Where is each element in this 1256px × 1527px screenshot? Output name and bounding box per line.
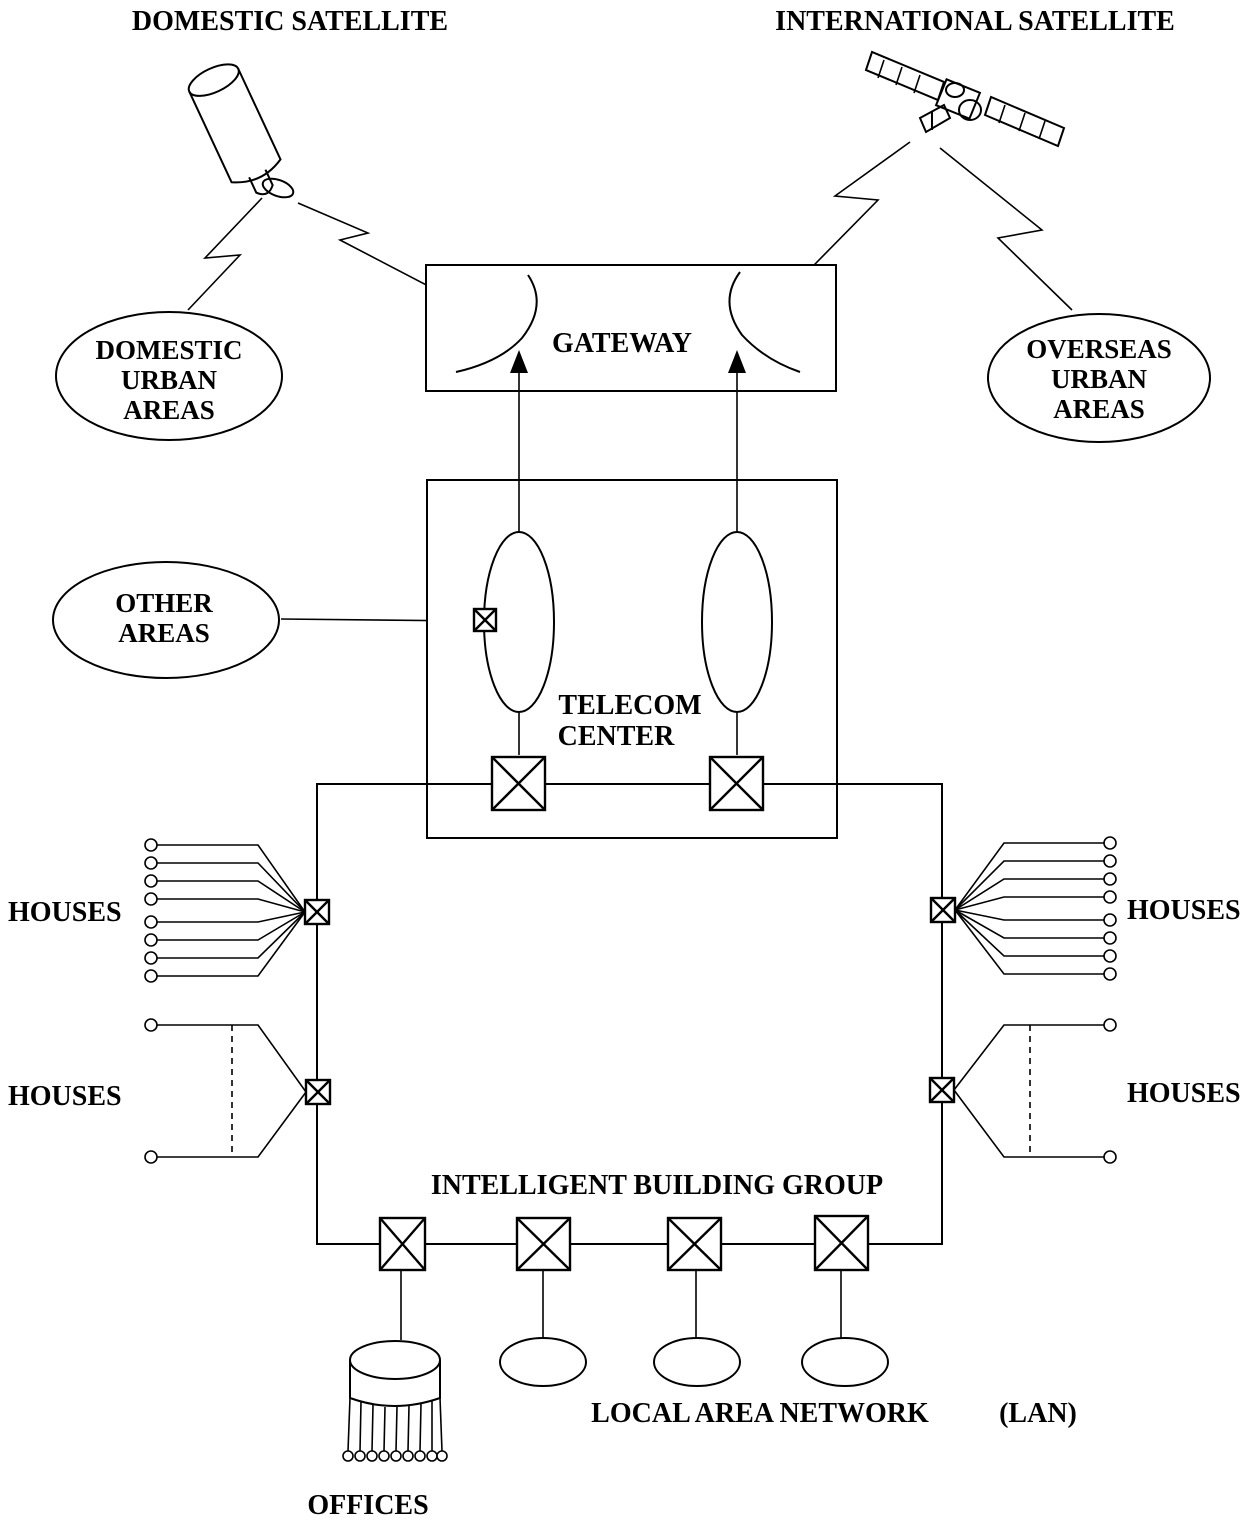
intelligent-building-group-label: INTELLIGENT BUILDING GROUP xyxy=(431,1170,883,1201)
switch-other-areas xyxy=(474,609,496,631)
houses-lower-left-label: HOUSES xyxy=(8,1081,122,1112)
houses-upper-right-fan xyxy=(955,837,1116,980)
svg-text:AREAS: AREAS xyxy=(1053,394,1145,424)
houses-upper-right-label: HOUSES xyxy=(1127,895,1241,926)
switch-building-lan-1 xyxy=(517,1218,570,1270)
international-satellite-label: INTERNATIONAL SATELLITE xyxy=(775,6,1175,37)
offices-cluster xyxy=(343,1270,447,1461)
offices-label: OFFICES xyxy=(307,1490,428,1521)
radio-link-domestic-to-urban xyxy=(188,198,262,310)
switch-telecom-right xyxy=(710,757,763,810)
other-areas: OTHER AREAS xyxy=(53,562,279,678)
switch-houses-upper-left xyxy=(305,900,329,924)
switch-houses-lower-left xyxy=(306,1080,330,1104)
lan-abbrev-label: (LAN) xyxy=(999,1398,1077,1429)
svg-text:DOMESTIC: DOMESTIC xyxy=(95,335,242,365)
domestic-satellite-icon xyxy=(184,58,296,205)
houses-lower-left-fan xyxy=(145,1019,306,1163)
radio-link-international-to-overseas xyxy=(940,148,1072,310)
local-area-network-label: LOCAL AREA NETWORK xyxy=(591,1398,929,1429)
svg-text:AREAS: AREAS xyxy=(123,395,215,425)
houses-lower-right-label: HOUSES xyxy=(1127,1078,1241,1109)
gateway-label: GATEWAY xyxy=(552,328,692,359)
svg-text:URBAN: URBAN xyxy=(121,365,218,395)
switch-building-lan-3 xyxy=(815,1216,868,1270)
lan-node-2 xyxy=(654,1338,740,1386)
svg-text:OTHER: OTHER xyxy=(115,588,213,618)
international-satellite-icon xyxy=(866,52,1064,146)
telecom-center-label-line2: CENTER xyxy=(558,721,675,752)
lan-node-3 xyxy=(802,1338,888,1386)
svg-text:URBAN: URBAN xyxy=(1051,364,1148,394)
domestic-urban-areas: DOMESTIC URBAN AREAS xyxy=(56,312,282,440)
houses-upper-left-label: HOUSES xyxy=(8,897,122,928)
telecom-center-label-line1: TELECOM xyxy=(558,690,701,721)
svg-text:AREAS: AREAS xyxy=(118,618,210,648)
houses-lower-right-fan xyxy=(954,1019,1116,1163)
overseas-urban-areas: OVERSEAS URBAN AREAS xyxy=(988,314,1210,442)
domestic-satellite-label: DOMESTIC SATELLITE xyxy=(132,6,448,37)
svg-text:OVERSEAS: OVERSEAS xyxy=(1026,334,1172,364)
houses-upper-left-fan xyxy=(145,839,305,982)
switch-building-offices xyxy=(380,1218,425,1270)
lan-node-1 xyxy=(500,1338,586,1386)
switch-houses-upper-right xyxy=(931,898,955,922)
switch-houses-lower-right xyxy=(930,1078,954,1102)
switch-building-lan-2 xyxy=(668,1218,721,1270)
switch-telecom-left xyxy=(492,757,545,810)
